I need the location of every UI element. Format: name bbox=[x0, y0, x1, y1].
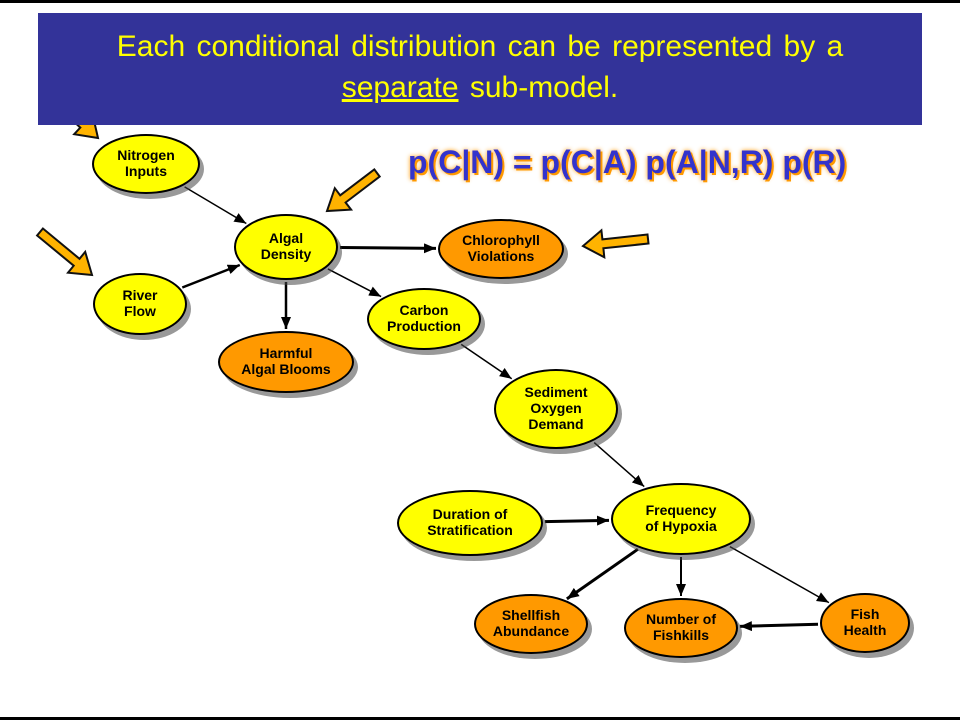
node-river-flow: River Flow bbox=[93, 273, 187, 335]
node-frequency-of-hypoxia: Frequency of Hypoxia bbox=[611, 483, 751, 555]
slide-title-line2-rest: sub-model. bbox=[458, 70, 619, 104]
node-shellfish-abundance: Shellfish Abundance bbox=[474, 594, 588, 654]
slide-title-separate: separate bbox=[341, 70, 459, 104]
node-nitrogen-inputs: Nitrogen Inputs bbox=[92, 134, 200, 194]
slide-title-line1: Each conditional distribution can be rep… bbox=[116, 30, 844, 63]
slide-title-line2: separate sub-model. bbox=[38, 68, 922, 109]
node-chlorophyll-violations: Chlorophyll Violations bbox=[438, 219, 564, 279]
node-fish-health: Fish Health bbox=[820, 593, 910, 653]
node-number-of-fishkills: Number of Fishkills bbox=[624, 598, 738, 658]
node-carbon-production: Carbon Production bbox=[367, 288, 481, 350]
node-harmful-algal-blooms: Harmful Algal Blooms bbox=[218, 331, 354, 393]
formula-text: p(C|N) = p(C|A) p(A|N,R) p(R) bbox=[408, 144, 847, 180]
node-duration-of-stratification: Duration of Stratification bbox=[397, 490, 543, 556]
node-algal-density: Algal Density bbox=[234, 214, 338, 280]
node-sediment-oxygen-demand: Sediment Oxygen Demand bbox=[494, 369, 618, 449]
title-bar: Each conditional distribution can be rep… bbox=[38, 13, 922, 125]
